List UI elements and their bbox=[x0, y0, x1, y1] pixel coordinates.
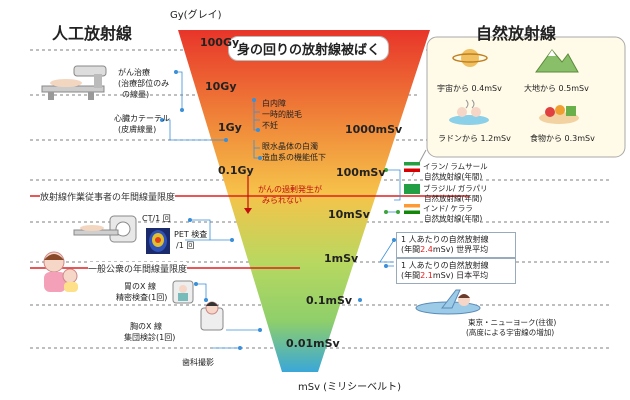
effect-cataract: 白内障 bbox=[262, 99, 286, 108]
pet-label: PET 検査 bbox=[174, 230, 208, 239]
chest-xray-icon bbox=[200, 300, 224, 332]
stomach-xray-icon bbox=[172, 280, 194, 304]
cancer-treatment-note2: の線量) bbox=[122, 90, 150, 99]
catheter-label: 心臓カテーテル bbox=[114, 114, 170, 123]
japan-average-box: 1 人あたりの自然放射線 (年間2.1mSv) 日本平均 bbox=[396, 258, 516, 284]
chest-xray-label: 胸のX 線 bbox=[130, 322, 163, 331]
dental-xray-label: 歯科撮影 bbox=[182, 358, 214, 367]
exposure-funnel bbox=[178, 30, 430, 372]
india-label: インド/ ケララ bbox=[423, 204, 473, 213]
radiotherapy-machine-icon bbox=[40, 64, 116, 102]
natural-title: 自然放射線 bbox=[476, 24, 557, 43]
chest-xray-note: 集団検診(1回) bbox=[124, 333, 176, 342]
effect-infertility: 不妊 bbox=[262, 121, 278, 130]
pet-note: /1 回 bbox=[176, 241, 195, 250]
natural-earth: 大地から 0.5mSv bbox=[524, 84, 589, 93]
planet-icon bbox=[452, 46, 488, 70]
level-10msv: 10mSv bbox=[328, 208, 370, 221]
brazil-label: ブラジル/ ガラパリ bbox=[423, 184, 488, 193]
level-01gy: 0.1Gy bbox=[218, 164, 254, 177]
world-average-line1: 1 人あたりの自然放射線 bbox=[401, 235, 489, 244]
funnel-title: 身の回りの放射線被ばく bbox=[228, 36, 390, 61]
level-10gy: 10Gy bbox=[205, 80, 237, 93]
effect-hair-loss: 一時的脱毛 bbox=[262, 110, 302, 119]
iran-item: イラン/ ラムサール bbox=[404, 162, 488, 172]
india-item: インド/ ケララ bbox=[404, 204, 473, 214]
natural-radon: ラドンから 1.2mSv bbox=[438, 134, 511, 143]
iran-flag-icon bbox=[404, 162, 420, 172]
hot-spring-icon bbox=[446, 96, 492, 126]
cancer-note-line1: がんの過剰発生が bbox=[258, 185, 322, 194]
world-average-box: 1 人あたりの自然放射線 (年間2.4mSv) 世界平均 bbox=[396, 232, 516, 258]
cancer-treatment-note1: (治療部位のみ bbox=[118, 79, 170, 88]
artificial-title: 人工放射線 bbox=[52, 24, 133, 43]
level-1000msv: 1000mSv bbox=[345, 123, 403, 136]
level-1msv: 1mSv bbox=[324, 252, 359, 265]
natural-space: 宇宙から 0.4mSv bbox=[437, 84, 502, 93]
public-dose-limit-label: 一般公衆の年間線量限度 bbox=[88, 262, 188, 275]
mountain-icon bbox=[534, 44, 580, 74]
effect-lens-opacity: 眼水晶体の白濁 bbox=[262, 142, 318, 151]
food-icon bbox=[536, 96, 582, 126]
cancer-note-line2: みられない bbox=[262, 196, 302, 205]
world-average-line2: (年間2.4mSv) 世界平均 bbox=[401, 245, 489, 254]
worker-dose-limit-label: 放射線作業従事者の年間線量限度 bbox=[40, 190, 176, 203]
pet-scan-image-icon bbox=[146, 228, 170, 254]
catheter-note: (皮膚線量) bbox=[118, 125, 157, 134]
brazil-note: 自然放射線(年間) bbox=[424, 194, 483, 203]
world-average-value: 2.4 bbox=[420, 245, 433, 254]
msv-unit-label: mSv (ミリシーベルト) bbox=[298, 382, 401, 393]
level-01msv: 0.1mSv bbox=[306, 294, 353, 307]
brazil-flag-icon bbox=[404, 184, 420, 194]
level-100msv: 100mSv bbox=[336, 166, 386, 179]
effect-hematopoietic: 造血系の機能低下 bbox=[262, 153, 326, 162]
mother-child-icon bbox=[38, 248, 82, 294]
airplane-icon bbox=[412, 286, 484, 322]
natural-food: 食物から 0.3mSv bbox=[530, 134, 595, 143]
japan-average-value: 2.1 bbox=[420, 271, 433, 280]
gy-unit-label: Gy(グレイ) bbox=[170, 10, 222, 21]
india-flag-icon bbox=[404, 204, 420, 214]
ct-scanner-icon bbox=[70, 214, 140, 244]
flight-label: 東京・ニューヨーク(往復) bbox=[468, 318, 557, 327]
ct-label: CT/1 回 bbox=[142, 214, 171, 223]
japan-average-line1: 1 人あたりの自然放射線 bbox=[401, 261, 489, 270]
india-note: 自然放射線(年間) bbox=[424, 214, 483, 223]
brazil-item: ブラジル/ ガラパリ bbox=[404, 184, 488, 194]
japan-average-line2: (年間2.1mSv) 日本平均 bbox=[401, 271, 489, 280]
level-1gy: 1Gy bbox=[218, 121, 242, 134]
level-001msv: 0.01mSv bbox=[286, 337, 340, 350]
flight-note: (高度による宇宙線の増加) bbox=[466, 328, 555, 337]
stomach-xray-label: 胃のX 線 bbox=[124, 282, 157, 291]
cancer-treatment-label: がん治療 bbox=[118, 68, 150, 77]
iran-label: イラン/ ラムサール bbox=[423, 162, 488, 171]
iran-note: 自然放射線(年間) bbox=[424, 172, 483, 181]
stomach-xray-note: 精密検査(1回) bbox=[116, 293, 168, 302]
level-100gy: 100Gy bbox=[200, 36, 240, 49]
